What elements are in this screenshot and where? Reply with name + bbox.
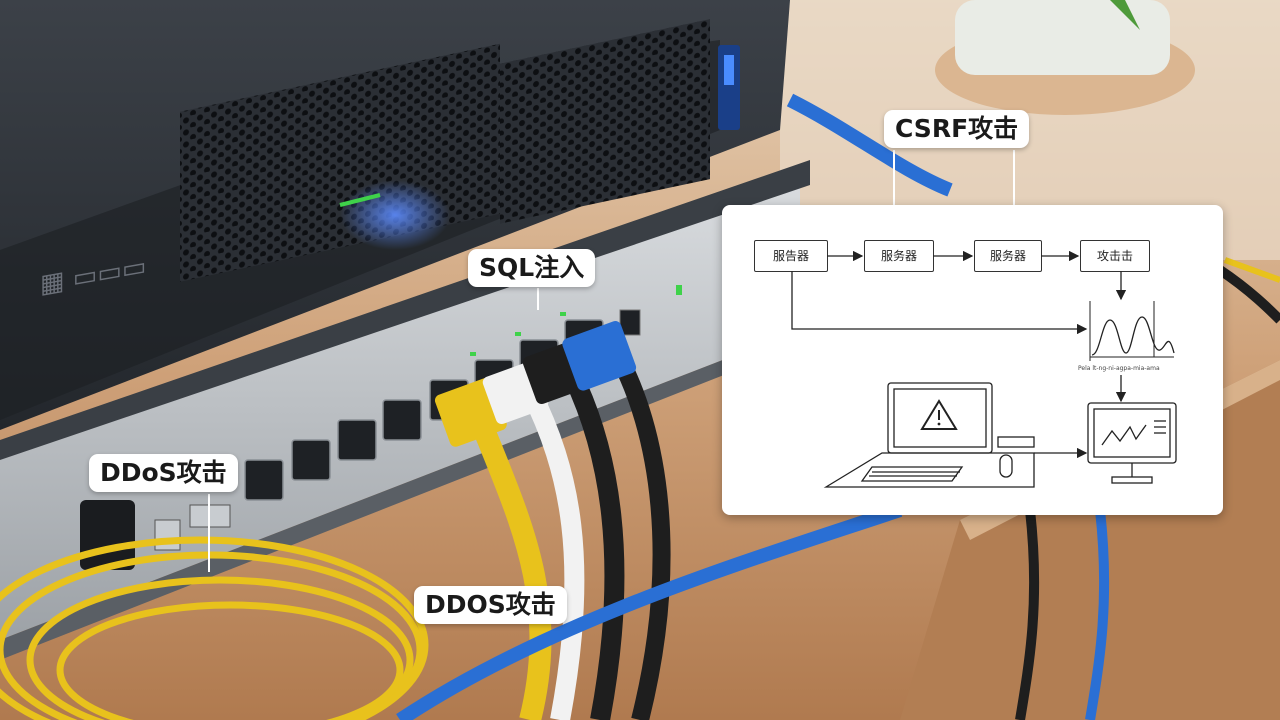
csrf-leader-left [893, 150, 895, 206]
ddos-leader [208, 494, 210, 572]
flow-node-2: 服务器 [864, 240, 934, 272]
laptop-icon [823, 382, 1035, 488]
mini-waveform-chart [1089, 301, 1175, 361]
flow-node-1: 服告器 [754, 240, 828, 272]
flow-node-3: 服务器 [974, 240, 1042, 272]
chart-axis-text: Pela lt-ng-ni-agpa-mia-ama [1078, 365, 1160, 372]
diagram-connectors [791, 250, 1177, 488]
warning-icon [920, 399, 958, 430]
monitor-icon [1087, 402, 1177, 484]
attack-flow-diagram: 服告器 服务器 服务器 攻击击 [722, 205, 1223, 515]
sql-injection-label: SQL注入 [468, 249, 596, 287]
csrf-attack-label: CSRF攻击 [884, 110, 1030, 148]
ddos-attack-label: DDoS攻击 [89, 454, 238, 492]
sql-leader [537, 288, 539, 310]
flow-node-4: 攻击击 [1080, 240, 1150, 272]
ddos-attack-label-upper: DDOS攻击 [414, 586, 567, 624]
csrf-leader-right [1013, 150, 1015, 206]
